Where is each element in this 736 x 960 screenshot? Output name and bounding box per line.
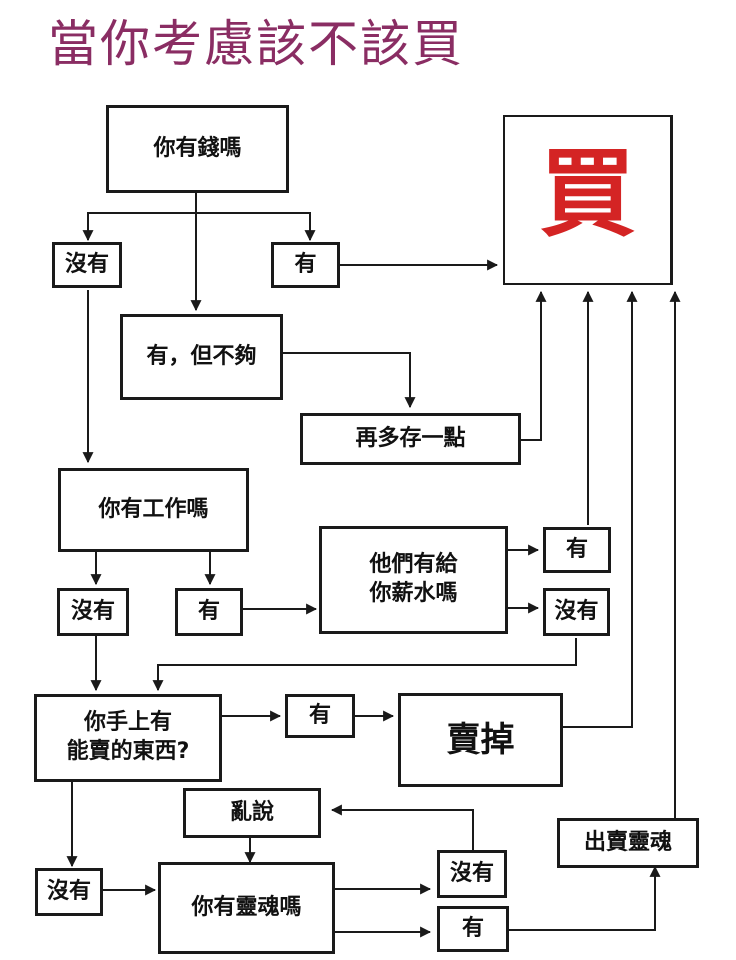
action-save-more-label: 再多存一點: [355, 425, 466, 451]
question-have-soul: 你有靈魂嗎: [158, 862, 335, 954]
answer-no-money: 沒有: [52, 242, 122, 288]
answer-no-sellable-label: 沒有: [46, 878, 91, 904]
answer-yes-not-enough: 有，但不夠: [120, 314, 283, 400]
answer-yes-paid-label: 有: [565, 536, 588, 562]
action-save-more: 再多存一點: [300, 413, 521, 465]
action-sell-soul-label: 出賣靈魂: [583, 829, 672, 855]
question-sellable: 你手上有 能賣的東西?: [34, 694, 222, 782]
question-paid: 他們有給 你薪水嗎: [319, 526, 508, 634]
answer-yes-sellable-label: 有: [308, 702, 331, 728]
answer-yes-soul-label: 有: [461, 915, 484, 941]
answer-no-sellable: 沒有: [35, 868, 103, 916]
answer-no-job-label: 沒有: [70, 598, 115, 624]
question-paid-line1: 他們有給: [369, 552, 458, 578]
answer-no-soul-label: 沒有: [449, 860, 494, 886]
answer-no-paid-label: 沒有: [554, 598, 599, 624]
question-have-money-label: 你有錢嗎: [153, 135, 242, 161]
action-sell-it-label: 賣掉: [446, 719, 515, 760]
action-sell-it: 賣掉: [398, 693, 563, 787]
answer-yes-soul: 有: [437, 906, 509, 952]
answer-yes-sellable: 有: [285, 694, 355, 738]
answer-yes-money: 有: [271, 242, 340, 288]
answer-no-money-label: 沒有: [64, 251, 109, 277]
nonsense-label: 亂說: [229, 799, 274, 825]
action-sell-soul: 出賣靈魂: [557, 818, 699, 868]
question-have-job: 你有工作嗎: [58, 468, 249, 552]
question-sellable-line1: 你手上有: [83, 710, 172, 736]
answer-no-job: 沒有: [57, 588, 129, 636]
question-have-money: 你有錢嗎: [106, 105, 289, 193]
nonsense-box: 亂說: [183, 788, 321, 838]
answer-yes-job: 有: [175, 588, 243, 636]
question-paid-line2: 你薪水嗎: [369, 581, 458, 606]
buy-box: 買: [503, 115, 673, 285]
question-have-soul-label: 你有靈魂嗎: [191, 894, 302, 920]
page-title: 當你考慮該不該買: [48, 15, 464, 73]
answer-yes-paid: 有: [543, 527, 611, 573]
buy-label: 買: [539, 137, 636, 250]
answer-no-soul: 沒有: [437, 850, 507, 898]
question-sellable-line2: 能賣的東西?: [66, 739, 190, 764]
answer-yes-money-label: 有: [294, 251, 317, 277]
answer-yes-not-enough-label: 有，但不夠: [146, 343, 257, 369]
answer-no-paid: 沒有: [543, 588, 610, 636]
answer-yes-job-label: 有: [197, 598, 220, 624]
question-have-job-label: 你有工作嗎: [98, 496, 209, 522]
